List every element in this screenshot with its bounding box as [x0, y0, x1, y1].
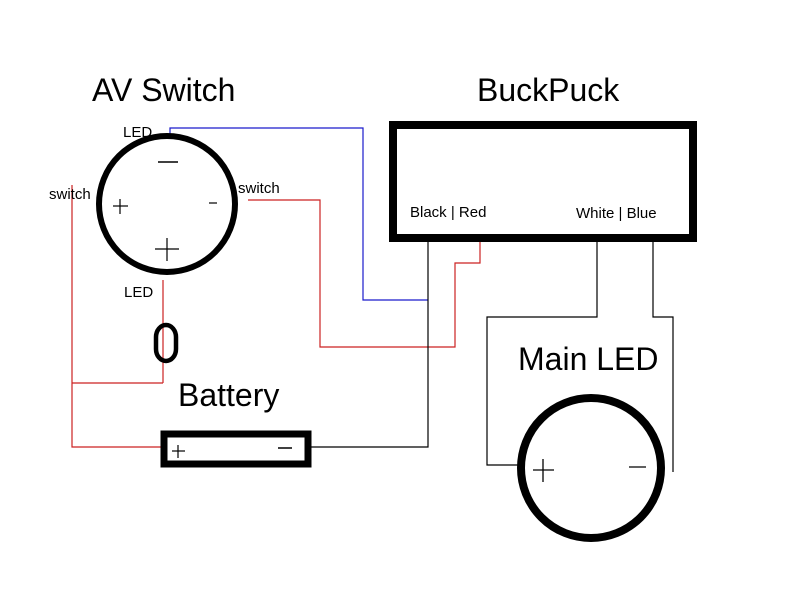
av-switch-plus-bottom-icon — [155, 238, 179, 261]
buckpuck-right-pins-label: White | Blue — [576, 205, 657, 222]
av-switch-switch-right-label: switch — [238, 180, 280, 197]
buckpuck-title: BuckPuck — [477, 72, 620, 108]
red-wire-switch-right-to-red-pin — [248, 199, 481, 348]
av-switch-led-top-label: LED — [123, 124, 152, 141]
red-wire-switch-left-to-battery — [71, 185, 162, 448]
main-led-title: Main LED — [518, 341, 659, 377]
buckpuck-body — [389, 121, 697, 242]
buckpuck-left-pins-label: Black | Red — [410, 204, 486, 221]
av-switch-led-bottom-label: LED — [124, 284, 153, 301]
black-wire-blue-to-led-minus — [652, 242, 674, 472]
av-switch-plus-left-icon — [113, 199, 128, 214]
blue-wire — [169, 127, 428, 301]
av-switch-title: AV Switch — [92, 72, 235, 108]
av-switch-switch-left-label: switch — [49, 186, 91, 203]
battery-title: Battery — [178, 377, 279, 413]
main-led-plus-icon — [533, 459, 554, 482]
av-switch-body — [96, 133, 238, 275]
black-wires — [310, 242, 674, 472]
battery-body — [160, 430, 312, 468]
black-wire-battery-to-black-pin — [310, 242, 429, 448]
red-wires — [71, 185, 481, 448]
battery-plus-icon — [172, 445, 185, 458]
black-wire-white-to-led-plus — [486, 242, 598, 466]
resistor-icon — [153, 322, 179, 364]
main-led-body — [517, 394, 665, 542]
